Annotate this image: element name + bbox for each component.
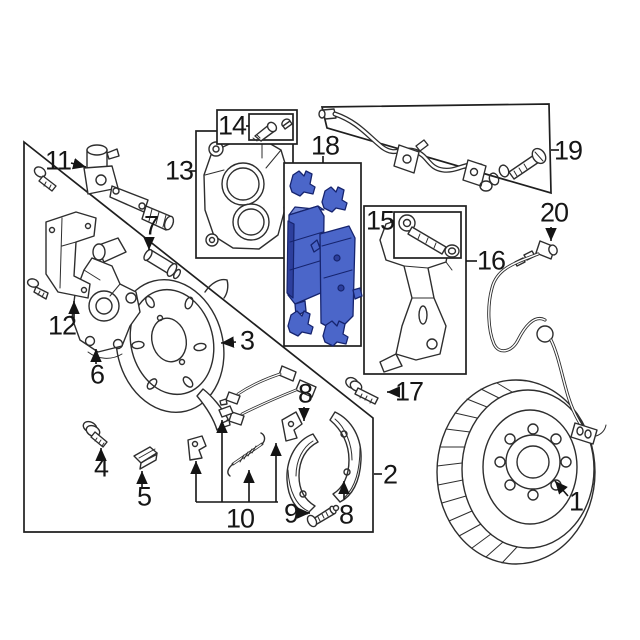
- rotor-vent-hatching: [436, 382, 518, 564]
- callout-20: 20: [539, 197, 569, 228]
- hardware-kit-drawing: [187, 365, 317, 477]
- callout-12: 12: [47, 310, 77, 341]
- callout-8-lower: 8: [338, 499, 354, 530]
- actuator-drawing: [33, 144, 175, 231]
- callout-15: 15: [365, 205, 395, 236]
- rotor-drawing: [436, 379, 596, 565]
- dust-shield-drawing: [115, 278, 229, 431]
- caliper-pin-drawing: [398, 214, 460, 258]
- inner-brake-pad: [286, 205, 325, 317]
- callout-17: 17: [394, 376, 424, 407]
- caliper-drawing: [203, 138, 297, 250]
- retainer-clip-drawing: [133, 446, 158, 470]
- pad-kit-box: [283, 162, 363, 347]
- bleeder-screw-box: [216, 109, 298, 145]
- callout-arrows: [68, 125, 569, 519]
- highlighted-brake-pads-drawing: [286, 170, 363, 347]
- callout-4: 4: [93, 452, 109, 483]
- callout-9: 9: [283, 498, 299, 529]
- callout-6: 6: [89, 359, 105, 390]
- callout-3: 3: [239, 325, 255, 356]
- callout-19: 19: [553, 135, 583, 166]
- guide-pin-drawing: [143, 248, 182, 280]
- mounting-bolt-drawing: [345, 376, 379, 405]
- callout-5: 5: [136, 481, 152, 512]
- anchor-bracket-box: [363, 205, 467, 375]
- bleeder-screw-drawing: [252, 118, 293, 142]
- callout-7: 7: [143, 210, 159, 241]
- bolt-drawing: [82, 420, 108, 448]
- abs-sensor-drawing: [487, 240, 607, 445]
- callout-13: 13: [164, 155, 194, 186]
- callout-14: 14: [217, 110, 247, 141]
- callout-2: 2: [382, 459, 398, 490]
- brake-hose-box: [318, 103, 552, 195]
- callout-8-upper: 8: [297, 378, 313, 409]
- callout-16: 16: [476, 245, 506, 276]
- assembly-outline-box: [23, 140, 374, 533]
- caliper-box: [195, 130, 297, 259]
- adjuster-screw-drawing: [306, 504, 340, 528]
- callout-1: 1: [568, 486, 584, 517]
- bracket-drawing: [26, 211, 97, 300]
- callout-11: 11: [44, 145, 72, 176]
- brake-hose-drawing: [318, 108, 547, 192]
- brake-shoes-drawing: [286, 411, 362, 515]
- callout-10: 10: [225, 503, 255, 534]
- callout-18: 18: [310, 130, 340, 161]
